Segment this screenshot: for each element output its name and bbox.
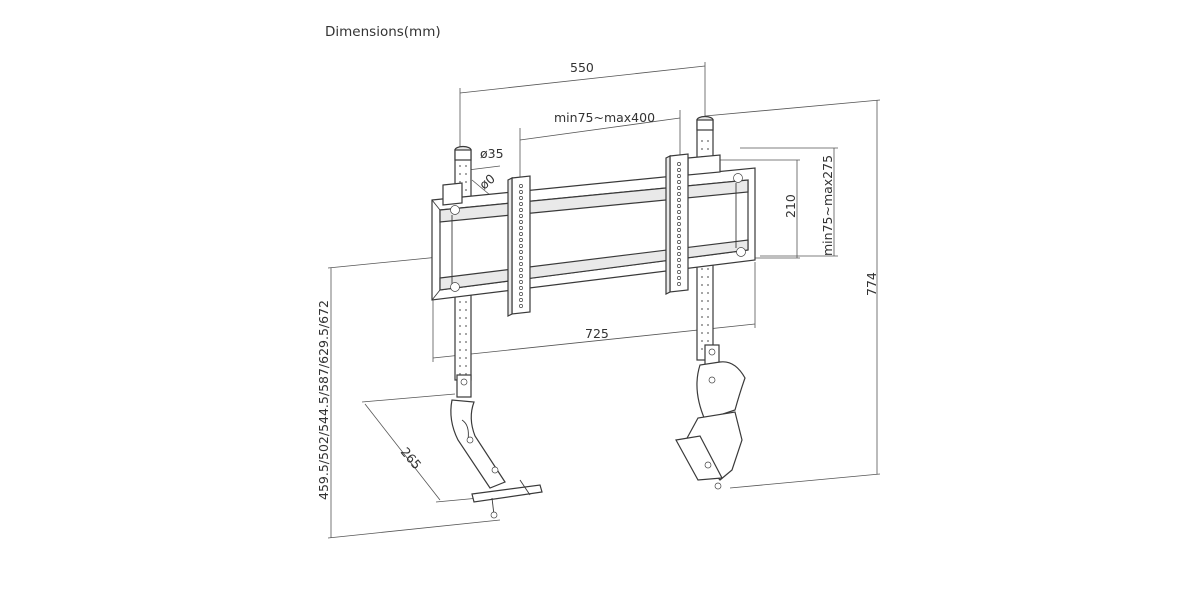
pole-diameter-inner-label: ø0 (476, 171, 498, 193)
right-strap-holes (677, 162, 681, 286)
left-vesa-strap (507, 175, 531, 317)
strap-hole (519, 220, 523, 224)
strap-hole (519, 286, 523, 290)
strap-hole (677, 234, 681, 238)
strap-hole (519, 250, 523, 254)
pole-spacing-label: 550 (570, 60, 594, 75)
bracket-height-label: 210 (783, 194, 798, 218)
strap-hole (677, 228, 681, 232)
strap-hole (519, 262, 523, 266)
strap-hole (677, 180, 681, 184)
strap-hole (519, 280, 523, 284)
strap-hole (519, 190, 523, 194)
strap-hole (519, 268, 523, 272)
strap-hole (677, 264, 681, 268)
strap-hole (677, 246, 681, 250)
strap-hole (677, 216, 681, 220)
strap-hole (519, 304, 523, 308)
strap-hole (677, 162, 681, 166)
strap-hole (519, 244, 523, 248)
strap-hole (519, 214, 523, 218)
adjustable-heights-label: 459.5/502/544.5/587/629.5/672 (316, 300, 331, 500)
strap-hole (677, 192, 681, 196)
strap-hole (519, 274, 523, 278)
strap-hole (519, 292, 523, 296)
diagram-title: Dimensions(mm) (325, 24, 441, 40)
strap-hole (519, 208, 523, 212)
strap-hole (677, 240, 681, 244)
strap-hole (519, 184, 523, 188)
strap-hole (677, 198, 681, 202)
overall-height-label: 774 (864, 272, 879, 296)
right-lower-arm (675, 344, 746, 490)
vesa-vertical-label: min75~max275 (820, 155, 835, 256)
strap-hole (677, 174, 681, 178)
strap-hole (677, 252, 681, 256)
strap-hole (677, 186, 681, 190)
left-lower-arm (450, 374, 543, 519)
strap-hole (519, 226, 523, 230)
strap-hole (519, 256, 523, 260)
strap-hole (677, 258, 681, 262)
strap-hole (519, 298, 523, 302)
vesa-horizontal-label: min75~max400 (554, 110, 655, 125)
strap-hole (677, 222, 681, 226)
left-strap-holes (519, 184, 523, 308)
right-vesa-strap (665, 153, 689, 295)
strap-hole (519, 232, 523, 236)
strap-hole (677, 276, 681, 280)
strap-hole (519, 196, 523, 200)
pole-diameter-label: ø35 (480, 146, 504, 161)
strap-hole (677, 210, 681, 214)
strap-hole (519, 202, 523, 206)
strap-hole (519, 238, 523, 242)
strap-hole (677, 168, 681, 172)
strap-hole (677, 270, 681, 274)
overall-width-label: 725 (585, 326, 609, 341)
strap-hole (677, 204, 681, 208)
depth-label: 265 (398, 444, 425, 472)
strap-hole (677, 282, 681, 286)
